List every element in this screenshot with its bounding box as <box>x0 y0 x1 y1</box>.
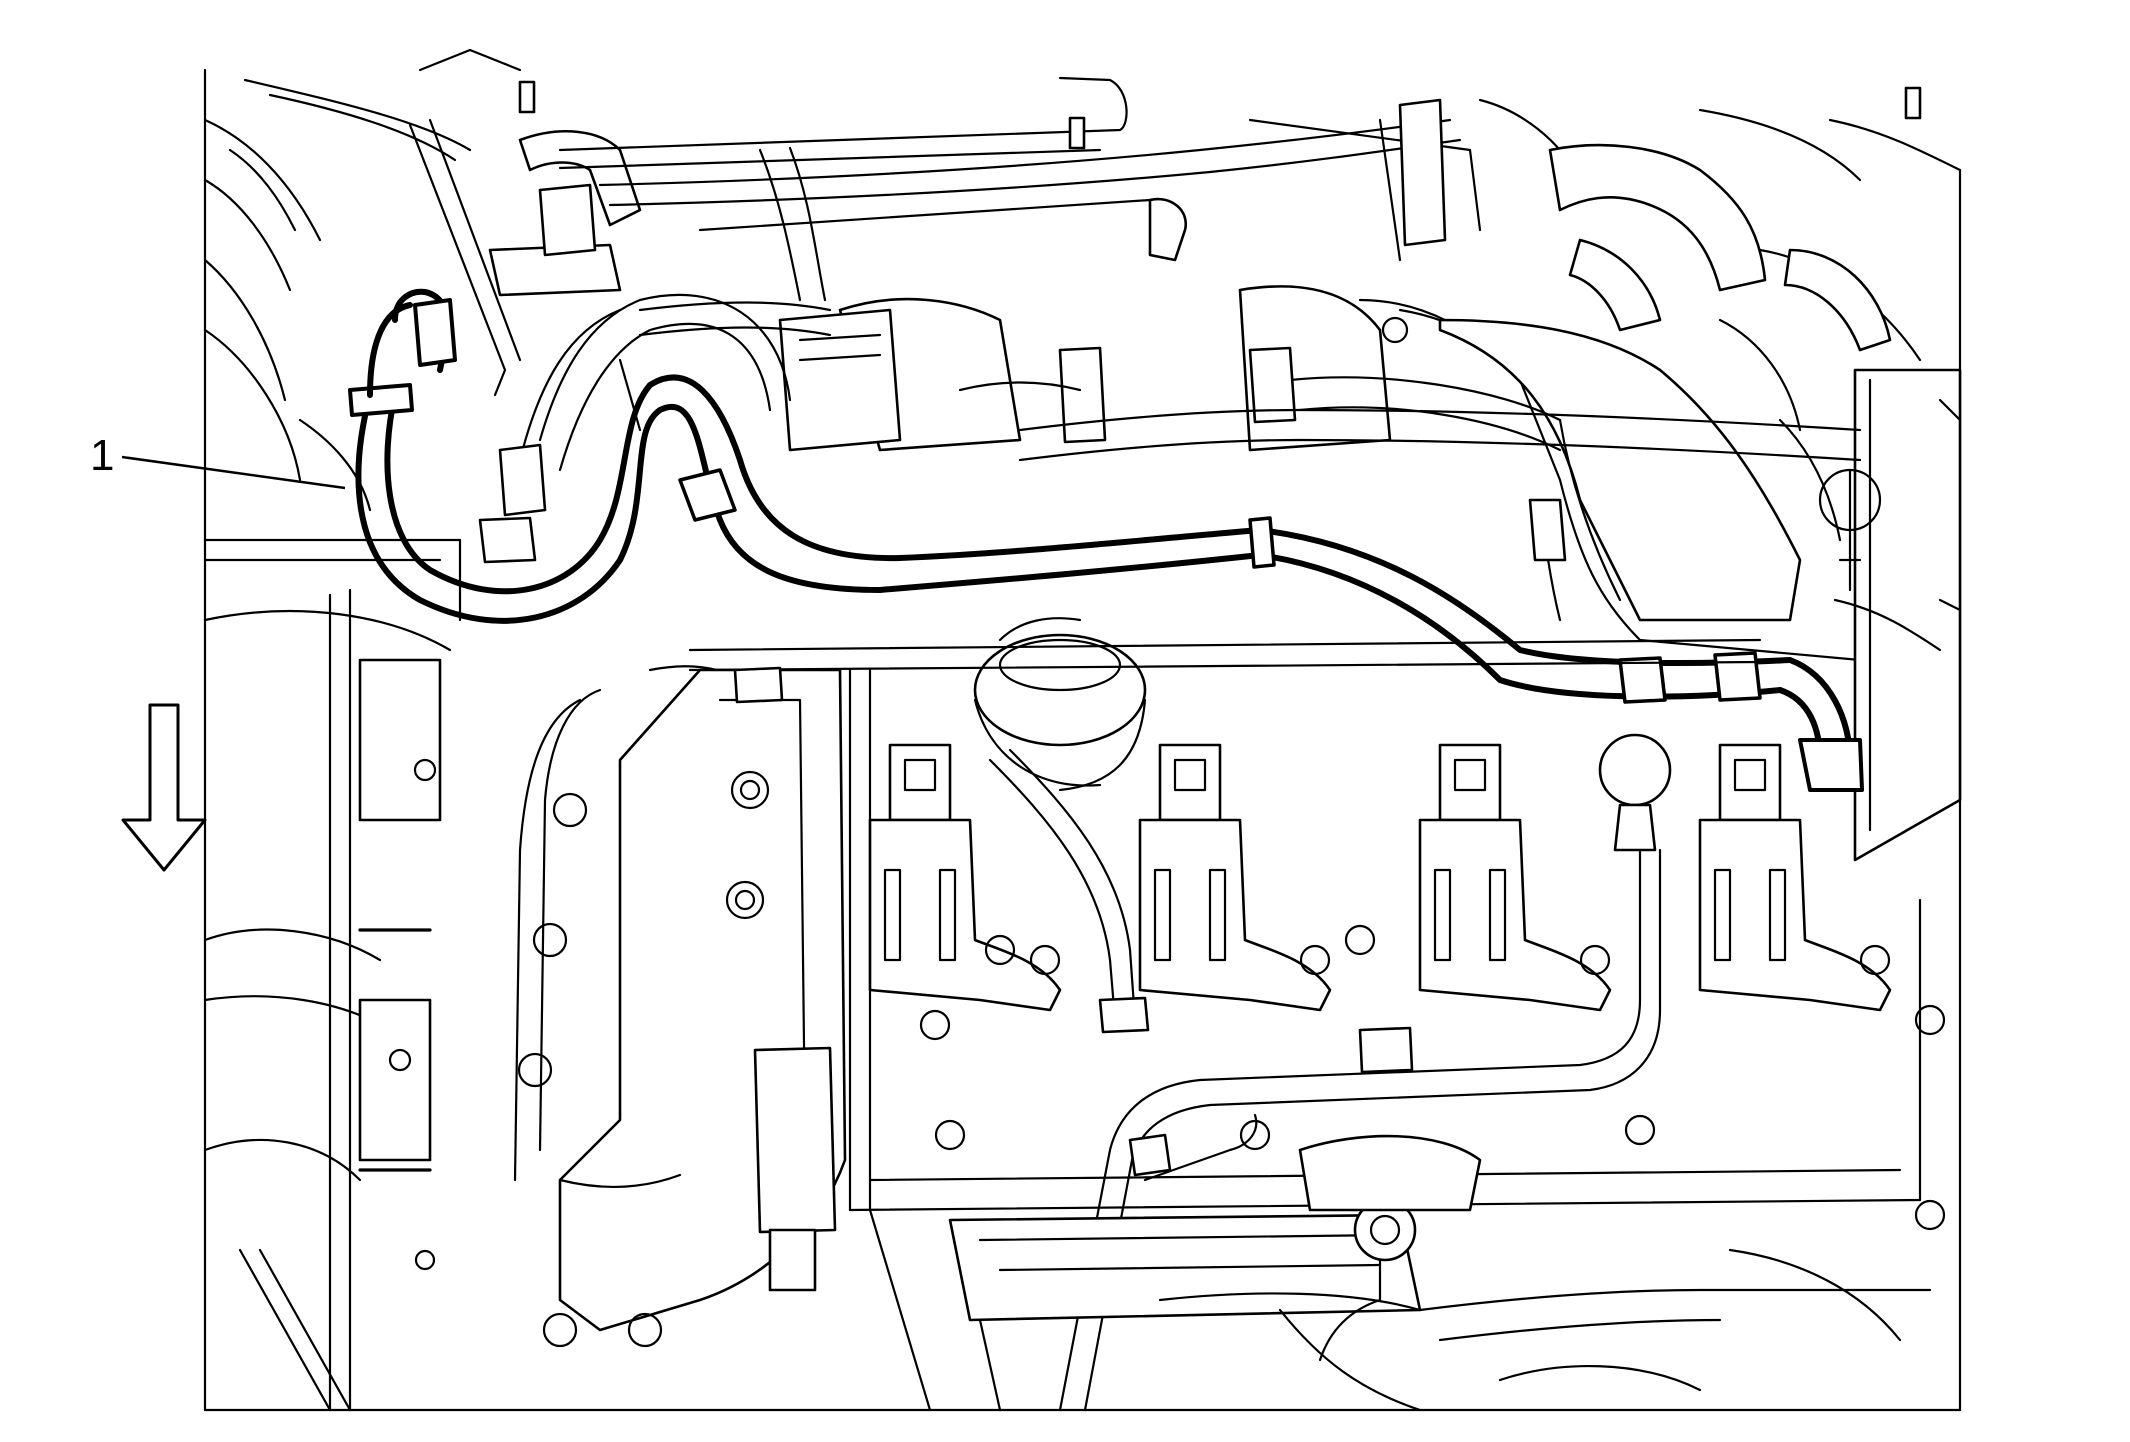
lower-block <box>868 1134 1932 1412</box>
sensor-with-lead <box>1058 733 1672 1412</box>
ignition-coil-1 <box>868 743 1062 1012</box>
body-panel-upper-left <box>203 48 522 1412</box>
callout-1: 1 <box>90 431 346 490</box>
top-bolts <box>518 80 1922 150</box>
ignition-coil-2 <box>1138 743 1332 1012</box>
secondary-pipe <box>478 293 1862 564</box>
oil-filler-cap <box>973 617 1147 792</box>
ignition-coil-4 <box>1698 743 1892 1012</box>
ignition-coil-3 <box>1418 743 1612 1012</box>
callout-1-label: 1 <box>90 431 114 480</box>
callout-1-leader <box>121 455 346 490</box>
left-bracket <box>358 658 442 1271</box>
front-cover <box>513 665 847 1348</box>
top-hoses <box>518 76 1962 362</box>
fuel-line <box>988 748 1258 1182</box>
center-connectors <box>618 301 1297 452</box>
valve-cover <box>688 638 1922 1212</box>
down-arrow-icon <box>121 703 207 872</box>
